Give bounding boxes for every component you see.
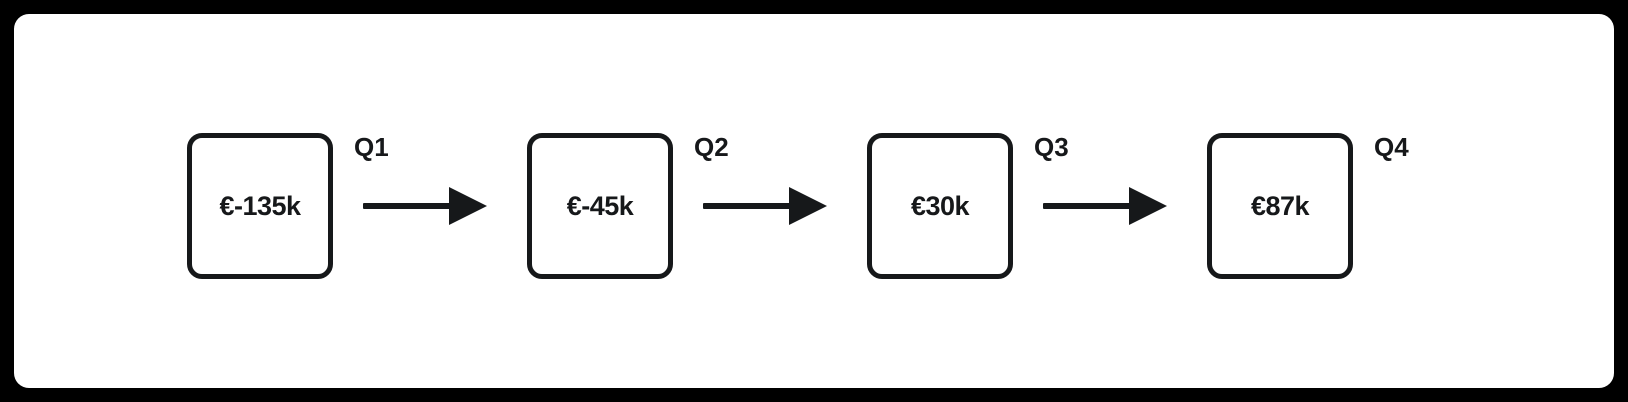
arrow-right-icon-3 (1043, 187, 1167, 225)
edge-label-q4: Q4 (1374, 132, 1409, 162)
arrow-head (1129, 187, 1167, 225)
flow-step-4: €87k Q4 (1193, 119, 1413, 294)
node-value-label: €30k (910, 190, 970, 221)
edge-label-q3: Q3 (1034, 132, 1069, 162)
node-q2-value-box[interactable]: €-45k (527, 133, 673, 279)
arrow-shaft (363, 203, 453, 209)
node-q3-value-box[interactable]: €30k (867, 133, 1013, 279)
node-value-label: €-135k (219, 190, 301, 221)
node-value-label: €-45k (566, 190, 634, 221)
diagram-panel: €-135k Q1 €-45k Q2 (14, 14, 1614, 388)
arrow-head (449, 187, 487, 225)
flow-step-1: €-135k Q1 (173, 119, 513, 294)
arrow-right-icon-2 (703, 187, 827, 225)
arrow-shaft (1043, 203, 1133, 209)
arrow-right-icon-1 (363, 187, 487, 225)
edge-label-q1: Q1 (354, 132, 389, 162)
node-value-label: €87k (1250, 190, 1310, 221)
node-q4-value-box[interactable]: €87k (1207, 133, 1353, 279)
node-q1-value-box[interactable]: €-135k (187, 133, 333, 279)
arrow-shaft (703, 203, 793, 209)
edge-label-q2: Q2 (694, 132, 729, 162)
flow-step-3: €30k Q3 (853, 119, 1193, 294)
flow-step-2: €-45k Q2 (513, 119, 853, 294)
cashflow-chain: €-135k Q1 €-45k Q2 (173, 119, 1433, 294)
arrow-head (789, 187, 827, 225)
